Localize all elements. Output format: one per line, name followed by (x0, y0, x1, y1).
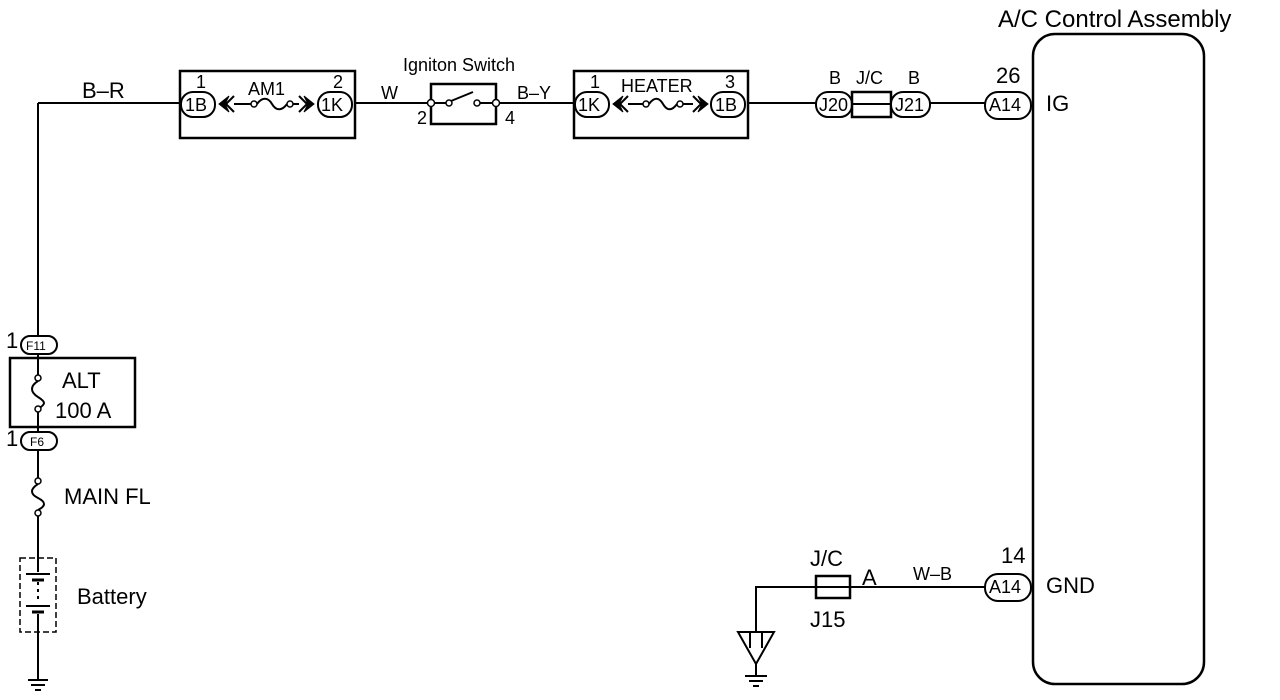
heater-pin-left: 1 (590, 72, 600, 92)
junction-connector-bottom: J/C A J15 (736, 546, 877, 687)
wire-b-right-label: B (908, 68, 920, 88)
ignition-pin-left: 2 (417, 108, 427, 128)
gnd-conn: A14 (989, 577, 1021, 597)
ig-label: IG (1046, 91, 1069, 116)
wire-b-left-label: B (829, 68, 841, 88)
alt-rating: 100 A (55, 398, 112, 423)
alt-conn-top: F11 (26, 339, 46, 353)
am1-conn-right: 1K (321, 95, 343, 115)
alt-name: ALT (62, 368, 101, 393)
heater-label: HEATER (621, 76, 693, 96)
am1-fuse-box: 1 2 AM1 1B 1K (178, 69, 357, 140)
heater-conn-right: 1B (715, 95, 737, 115)
alt-fusible-link: 1 F11 ALT 100 A 1 F6 (6, 328, 137, 451)
ignition-switch: Igniton Switch 2 4 (403, 55, 515, 128)
wire-w-label: W (381, 83, 398, 103)
heater-conn-left: 1K (578, 95, 600, 115)
ignition-switch-label: Igniton Switch (403, 55, 515, 75)
alt-conn-bottom: F6 (30, 435, 44, 449)
ac-control-assembly: A/C Control Assembly 26 A14 IG 14 A14 GN… (984, 6, 1231, 686)
wire-ground-a (755, 586, 816, 632)
battery: Battery (19, 557, 147, 691)
jc-bottom-name: J15 (810, 607, 845, 632)
alt-pin-top: 1 (6, 328, 18, 353)
heater-fuse-box: 1 3 HEATER 1K 1B (572, 69, 750, 140)
junction-connector-top: B J/C B J20 J21 (815, 68, 931, 119)
jc-top-label: J/C (856, 68, 883, 88)
jc-bottom-label: J/C (810, 546, 843, 571)
assembly-title: A/C Control Assembly (998, 6, 1231, 33)
gnd-label: GND (1046, 573, 1095, 598)
jc-conn-right: J21 (895, 95, 924, 115)
main-fl-label: MAIN FL (64, 484, 151, 509)
heater-pin-right: 3 (725, 72, 735, 92)
jc-conn-left: J20 (819, 95, 848, 115)
am1-conn-left: 1B (185, 95, 207, 115)
wires (37, 102, 985, 680)
ignition-pin-right: 4 (505, 108, 515, 128)
alt-pin-bottom: 1 (6, 426, 18, 451)
wire-b-r-label: B–R (82, 78, 125, 103)
wire-labels: B–R W B–Y W–B (82, 78, 952, 584)
ig-pin: 26 (996, 63, 1020, 88)
am1-pin-left: 1 (196, 72, 206, 92)
am1-label: AM1 (248, 79, 285, 99)
wire-b-y-label: B–Y (517, 83, 551, 103)
main-fusible-link: MAIN FL (31, 477, 151, 517)
ig-conn: A14 (989, 95, 1021, 115)
gnd-pin: 14 (1001, 543, 1025, 568)
battery-label: Battery (77, 584, 147, 609)
wire-w-b-label: W–B (913, 564, 952, 584)
am1-pin-right: 2 (333, 72, 343, 92)
wire-a-label: A (862, 565, 877, 590)
